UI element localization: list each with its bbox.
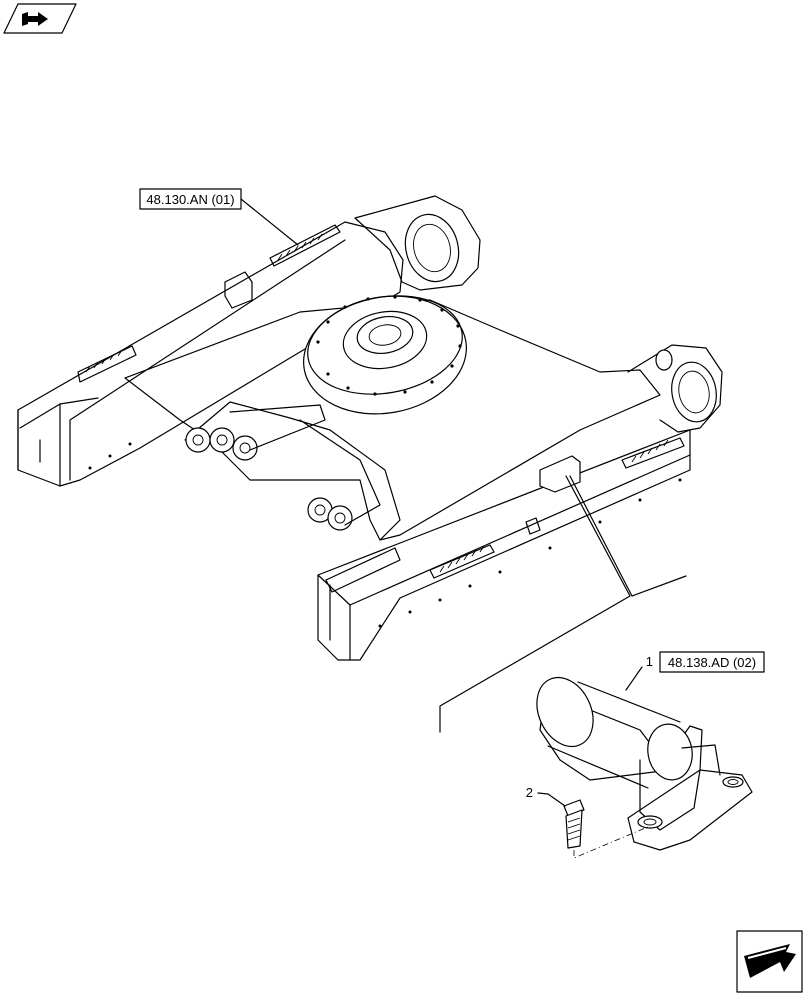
callout-1: 1 (625, 654, 653, 691)
bolt (563, 799, 651, 859)
callout-number-1: 1 (646, 654, 653, 669)
carrier-roller (536, 676, 753, 851)
reference-label-lower: 48.138.AD (02) (668, 655, 756, 670)
reference-box-upper[interactable]: 48.130.AN (01) (139, 188, 299, 246)
reference-box-lower[interactable]: 48.138.AD (02) (659, 651, 765, 673)
callout-2: 2 (526, 785, 566, 807)
reference-label-upper: 48.130.AN (01) (146, 192, 234, 207)
callout-number-2: 2 (526, 785, 533, 800)
detail-leader-lines (439, 475, 687, 733)
undercarriage-frame (17, 195, 723, 661)
next-page-arrow-icon[interactable] (736, 930, 803, 993)
book-arrow-icon[interactable] (3, 3, 77, 34)
